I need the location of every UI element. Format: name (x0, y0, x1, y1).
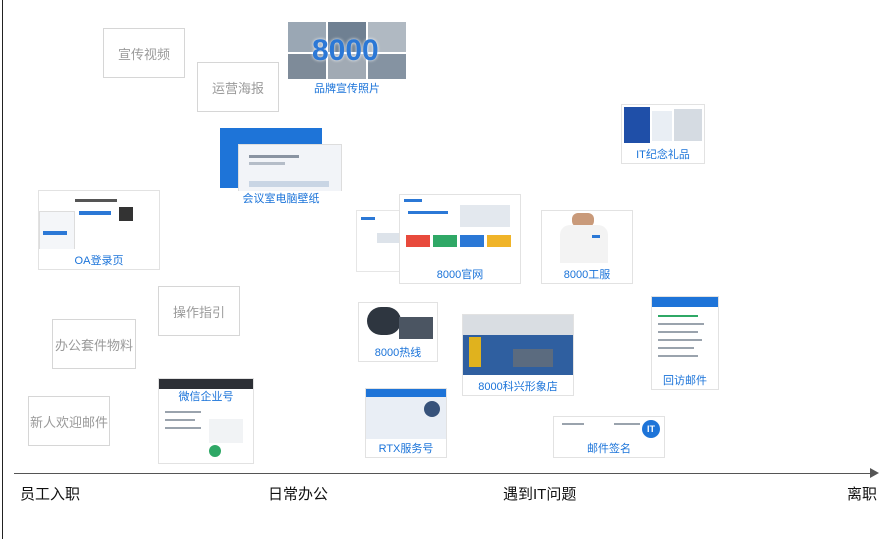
stage-leave: 离职 (847, 486, 878, 503)
timeline-axis (14, 473, 874, 474)
wechat-caption: 微信企业号 (159, 389, 253, 405)
revisit-mail-card: 回访邮件 (651, 296, 719, 390)
uniform-card: 8000工服 (541, 210, 633, 284)
guide-box: 操作指引 (158, 286, 240, 336)
store-card: 8000科兴形象店 (462, 314, 574, 396)
wechat-titlebar (159, 379, 253, 389)
office-supplies-box: 办公套件物料 (52, 319, 136, 369)
hotline-thumbnail (359, 303, 437, 343)
store-thumbnail (463, 315, 573, 375)
timeline-arrow-icon (870, 468, 879, 478)
wechat-card: 微信企业号 (158, 378, 254, 464)
brand-number: 8000 (312, 34, 379, 67)
rtx-thumbnail (366, 389, 446, 439)
website-thumbnail (400, 195, 520, 263)
signature-card: IT 邮件签名 (553, 416, 665, 458)
rtx-caption: RTX服务号 (366, 441, 446, 457)
store-caption: 8000科兴形象店 (463, 379, 573, 395)
hotline-card: 8000热线 (358, 302, 438, 362)
it-gift-thumbnail (622, 105, 704, 145)
signature-caption: 邮件签名 (554, 441, 664, 457)
website-caption: 8000官网 (400, 267, 520, 283)
promo-video-box: 宣传视频 (103, 28, 185, 78)
website-card: 8000官网 (399, 194, 521, 284)
ops-poster-box: 运营海报 (197, 62, 279, 112)
brand-photo-card: 8000 品牌宣传照片 (288, 22, 406, 97)
brand-photo-thumbnail: 8000 (288, 22, 406, 79)
it-logo-icon: IT (642, 420, 660, 438)
left-border-line (2, 0, 3, 539)
stage-daily-work: 日常办公 (268, 486, 329, 503)
rtx-card: RTX服务号 (365, 388, 447, 458)
hotline-caption: 8000热线 (359, 345, 437, 361)
uniform-thumbnail (542, 211, 632, 263)
welcome-mail-box: 新人欢迎邮件 (28, 396, 110, 446)
wallpaper-card: 会议室电脑壁纸 (220, 128, 342, 210)
oa-login-caption: OA登录页 (39, 253, 159, 269)
oa-login-card: OA登录页 (38, 190, 160, 270)
revisit-mail-thumbnail (652, 297, 718, 371)
oa-login-thumbnail (39, 191, 159, 249)
brand-photo-caption: 品牌宣传照片 (288, 81, 406, 97)
stage-onboarding: 员工入职 (20, 486, 81, 503)
it-gift-card: IT纪念礼品 (621, 104, 705, 164)
wallpaper-caption: 会议室电脑壁纸 (220, 191, 342, 207)
uniform-caption: 8000工服 (542, 267, 632, 283)
revisit-mail-caption: 回访邮件 (652, 373, 718, 389)
it-gift-caption: IT纪念礼品 (622, 147, 704, 163)
stage-it-issue: 遇到IT问题 (503, 486, 577, 503)
wallpaper-front-thumbnail (238, 144, 342, 192)
